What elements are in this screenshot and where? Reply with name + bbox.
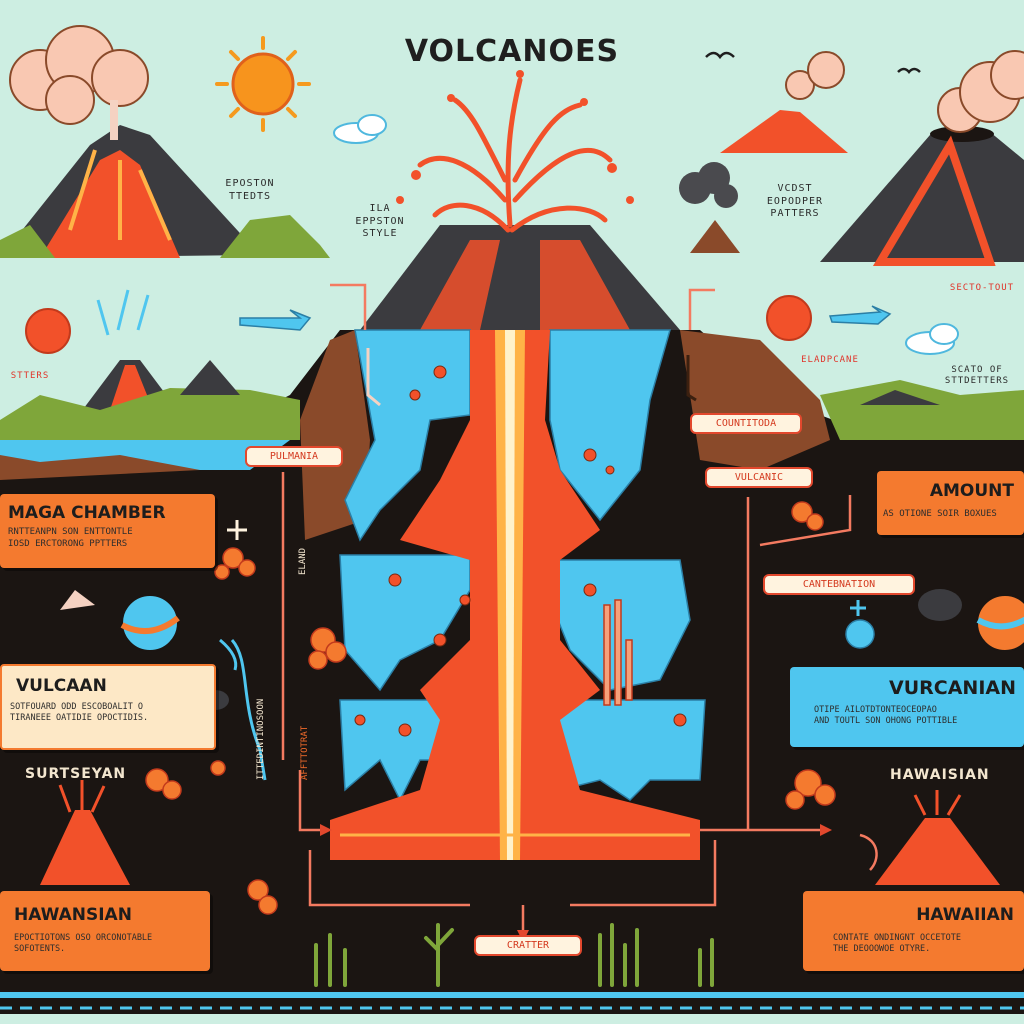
planet-icon [120, 594, 1024, 652]
info-box-body: AS OTIONE SOIR BOXUES [883, 509, 997, 519]
rock [918, 589, 962, 621]
right-top-label: SECTO-TOUT [949, 283, 1015, 293]
plants [314, 923, 714, 987]
small-cone [690, 220, 740, 253]
small-erupting-volcano [720, 51, 848, 153]
groundwater-left [339, 329, 471, 802]
sparkle-icons [227, 520, 866, 616]
hawaiian-volcano [875, 790, 1000, 885]
info-box-body: CONTATE ONDINGNT OCCETOTE THE DEOOOWOE O… [833, 933, 961, 955]
info-box-heading: AMOUNT [929, 481, 1014, 501]
ash-column [110, 100, 118, 140]
ash-plume [9, 25, 149, 125]
airplane-icon [828, 305, 892, 325]
info-box-vulcaan: VULCAAN SOTFOUARD ODD ESCOBOALIT O TIRAN… [0, 664, 216, 750]
top-right-volcano [820, 126, 1024, 266]
vertical-label-left-a: ITTEDINTINOSOON [256, 698, 266, 780]
lava-fountain [417, 77, 613, 233]
right-mid-label: ELADPCANE [801, 355, 859, 365]
tag-vulcanic: VULCANIC [705, 467, 813, 488]
tag-pulmania: PULMANIA [245, 446, 343, 467]
cloud-icon [905, 323, 959, 355]
info-box-body: RNTTEANPN SON ENTTONTLE IOSD ERCTORONG P… [8, 527, 133, 549]
label-hawaisian: HAWAISIAN [890, 767, 990, 783]
smoke-cloud [679, 162, 738, 208]
central-volcano-cone [360, 225, 680, 330]
connector-lines [281, 283, 878, 935]
tag-crater: CRATTER [474, 935, 582, 956]
ash-plume [937, 50, 1024, 133]
grassland [0, 388, 300, 440]
top-center-label: ILA EPPSTON STYLE [355, 203, 405, 239]
mountain [180, 360, 240, 395]
left-mid-label: STTERS [10, 371, 50, 381]
tag-countitoda: COUNTITODA [690, 413, 802, 434]
lava-droplets [396, 70, 634, 204]
info-box-heading: HAWANSIAN [14, 905, 132, 925]
small-peak [60, 590, 95, 610]
top-left-volcano [0, 125, 330, 258]
bird-icon [705, 51, 735, 60]
planet-icon [766, 295, 812, 341]
info-box-hawaiian: HAWAIIAN CONTATE ONDINGNT OCCETOTE THE D… [803, 891, 1024, 971]
tag-cantebnation: CANTEBNATION [763, 574, 915, 595]
water-flow-arrow [230, 638, 267, 781]
water-drop [845, 619, 875, 649]
mountain [860, 390, 940, 405]
soil-band [0, 455, 200, 480]
planet-icon [25, 308, 71, 354]
magma-conduit [330, 330, 700, 860]
info-box-magma-chamber: MAGA CHAMBER RNTTEANPN SON ENTTONTLE IOS… [0, 494, 215, 568]
info-box-hawansian: HAWANSIAN EPOCTIOTONS OSO ORCONOTABLE SO… [0, 891, 210, 971]
info-box-body: EPOCTIOTONS OSO ORCONOTABLE SOFOTENTS. [14, 933, 153, 955]
vent-pipes [603, 599, 633, 706]
magma-bubbles [354, 365, 687, 737]
right-lower-label: SCATO OF STTDETTERS [944, 365, 1010, 387]
surtseyan-volcano [40, 780, 130, 885]
info-box-heading: HAWAIIAN [916, 905, 1014, 925]
flow-arrow [366, 348, 381, 407]
info-box-heading: VURCANIAN [889, 677, 1016, 699]
vertical-label-left-b: AFFTTOTRAT [300, 725, 310, 780]
lava-rocks [145, 501, 836, 915]
info-box-amount: AMOUNT AS OTIONE SOIR BOXUES [877, 471, 1024, 535]
grassland [820, 380, 1024, 440]
info-box-heading: VULCAAN [16, 676, 107, 696]
page-title: VOLCANOES [404, 34, 620, 69]
vertical-label-center: ELAND [298, 547, 308, 575]
top-right-label: VCDST EOPODPER PATTERS [766, 183, 824, 219]
sun-icon [215, 36, 311, 132]
cloud-icon [333, 114, 387, 144]
top-left-label: EPOSTON TTEDTS [225, 178, 275, 202]
info-box-heading: MAGA CHAMBER [8, 503, 166, 523]
airplane-icon [239, 309, 312, 331]
flow-arrow [686, 355, 697, 402]
label-surtseyan: SURTSEYAN [25, 766, 127, 782]
info-box-vurcanian: VURCANIAN OTIPE AILOTDTONTEOCEOPAO AND T… [790, 667, 1024, 747]
info-box-body: SOTFOUARD ODD ESCOBOALIT O TIRANEEE OATI… [10, 702, 149, 724]
bird-icon [897, 67, 921, 74]
info-box-body: OTIPE AILOTDTONTEOCEOPAO AND TOUTL SON O… [814, 705, 958, 727]
right-rock-wall [680, 330, 830, 470]
